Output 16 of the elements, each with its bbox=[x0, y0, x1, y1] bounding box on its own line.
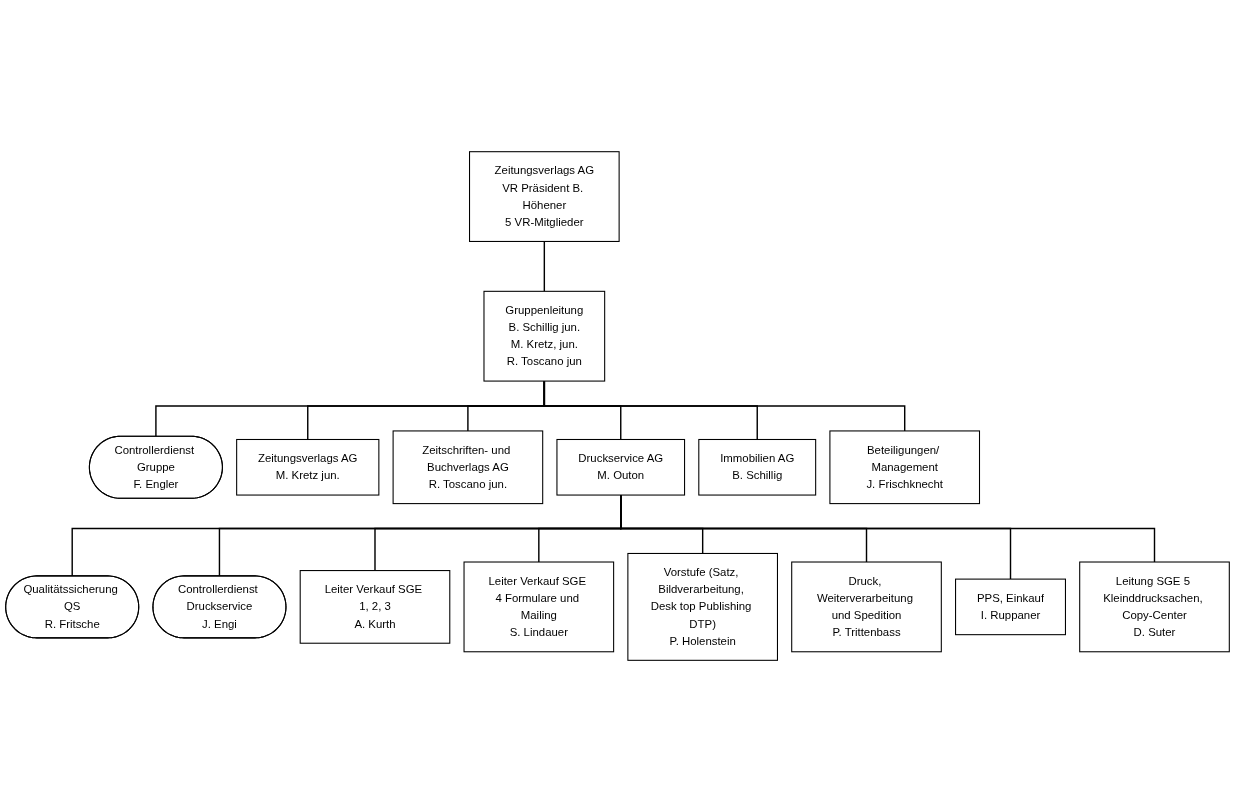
node-box: Beteiligungen/ Management J. Frischknecht bbox=[829, 430, 981, 505]
connector bbox=[543, 380, 906, 432]
node-box: Immobilien AG B. Schillig bbox=[698, 438, 817, 496]
connector bbox=[620, 494, 1156, 563]
node-box: Zeitungsverlags AG VR Präsident B. Höhener 5 VR-Mitglieder bbox=[469, 151, 620, 242]
node-box: Druckservice AG M. Outon bbox=[556, 438, 686, 496]
node-box: Leiter Verkauf SGE 4 Formulare und Mailing S. Lindauer bbox=[463, 561, 615, 653]
node-box: Gruppenleitung B. Schillig jun. M. Kretz, jun. R. Toscano jun bbox=[483, 290, 606, 382]
node-box: PPS, Einkauf I. Ruppaner bbox=[955, 578, 1066, 636]
node-box: Druck, Weiterverarbeitung und Spedition P. Trittenbass bbox=[791, 561, 942, 653]
node-box: Leiter Verkauf SGE 1, 2, 3 A. Kurth bbox=[299, 570, 451, 644]
connector bbox=[543, 240, 546, 292]
node-box: Zeitungsverlags AG M. Kretz jun. bbox=[236, 438, 380, 496]
node-box: Leitung SGE 5 Kleinddrucksachen, Copy-Center D. Suter bbox=[1079, 561, 1230, 653]
node-box: Zeitschriften- und Buchverlags AG R. Toscano jun. bbox=[392, 430, 544, 505]
node-box: Vorstufe (Satz, Bildverarbeitung, Desk top Publishing DTP) P. Holenstein bbox=[627, 552, 778, 661]
